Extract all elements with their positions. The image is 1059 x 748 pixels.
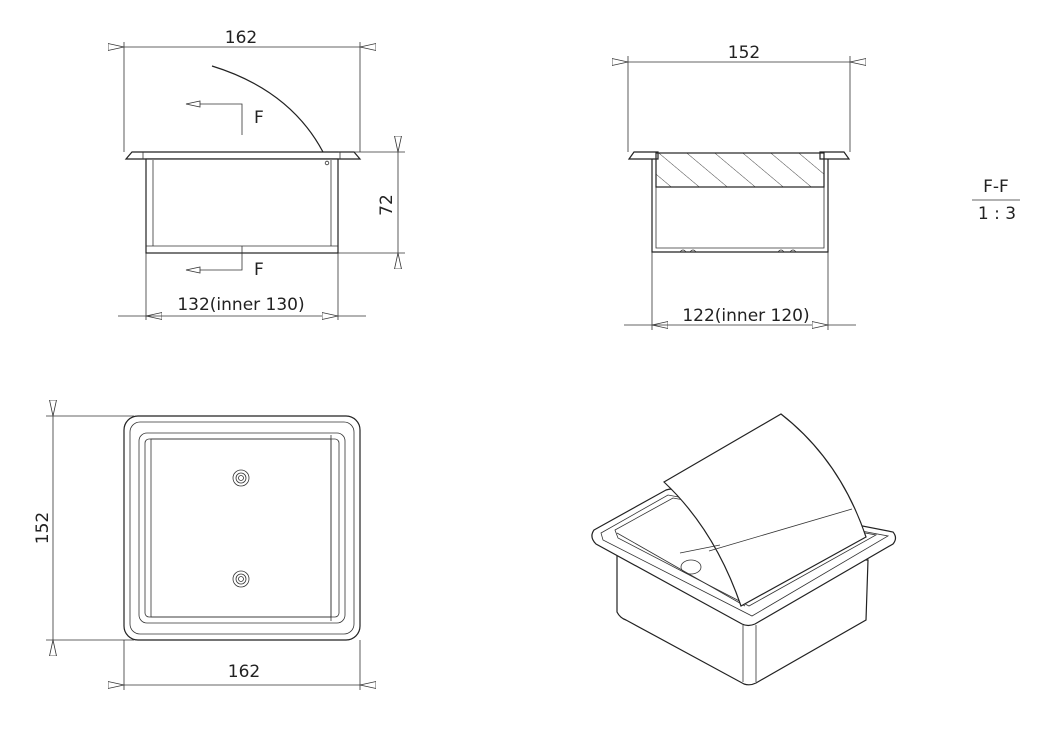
- hatched-lid-section: [655, 152, 825, 188]
- section-marker-top: F: [185, 100, 264, 135]
- front-view: 162 F 72 F 132(in: [118, 28, 405, 320]
- scale-label: 1 : 3: [978, 204, 1016, 224]
- body-width-dimension: 122(inner 120): [624, 252, 856, 330]
- section-label-top: F: [254, 108, 264, 128]
- width-label: 162: [225, 28, 257, 48]
- flange: [124, 151, 362, 160]
- body-width-dimension: 132(inner 130): [118, 253, 366, 320]
- width-label: 152: [728, 43, 760, 63]
- section-label-bottom: F: [254, 260, 264, 280]
- width-label: 162: [228, 662, 260, 682]
- section-name: F-F: [983, 177, 1009, 197]
- lid-arc: [211, 65, 324, 153]
- section-view: 152 122(inner 120) F-F 1 : 3: [624, 43, 1020, 330]
- width-dimension: 162: [124, 640, 360, 690]
- section-marker-bottom: F: [185, 246, 264, 280]
- body-width-label: 132(inner 130): [177, 295, 304, 315]
- lid: [663, 413, 867, 607]
- height-dimension: 152: [33, 416, 134, 640]
- height-dimension: 72: [338, 152, 405, 253]
- isometric-view: [591, 413, 897, 686]
- height-label: 72: [377, 194, 397, 216]
- width-dimension: 162: [124, 28, 360, 152]
- knob-icon: [232, 469, 250, 487]
- knob-icon: [232, 570, 250, 588]
- top-view: 152 162: [33, 416, 360, 690]
- height-label: 152: [33, 512, 53, 544]
- body-width-label: 122(inner 120): [682, 306, 809, 326]
- width-dimension: 152: [628, 43, 850, 152]
- body: [145, 158, 339, 254]
